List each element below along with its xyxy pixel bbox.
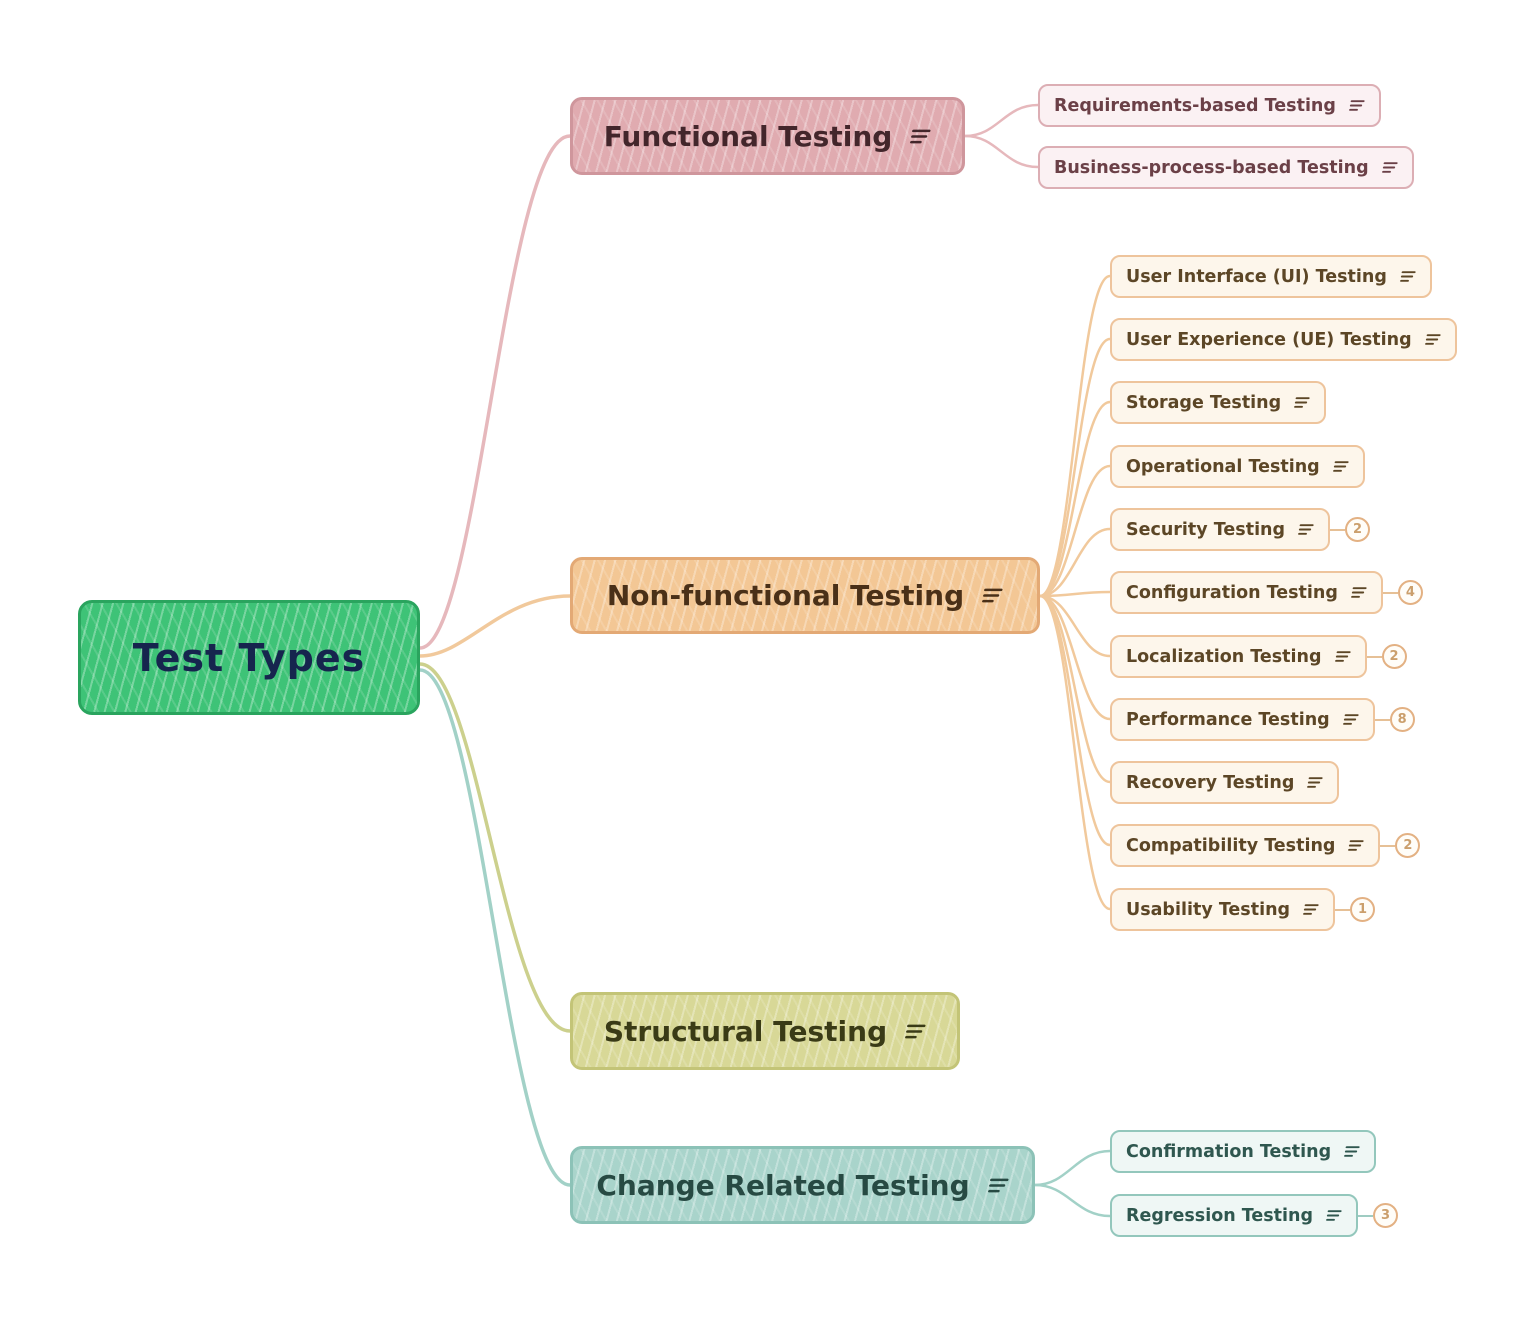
topic-label: Performance Testing bbox=[1126, 709, 1330, 730]
branch-non-functional-testing[interactable]: Non-functional Testing bbox=[570, 557, 1040, 634]
notes-icon[interactable] bbox=[1323, 1208, 1342, 1223]
child-node-user-interface-ui-testing[interactable]: User Interface (UI) Testing bbox=[1110, 255, 1432, 298]
badge-connector bbox=[1380, 844, 1396, 847]
child-node-user-experience-ue-testing[interactable]: User Experience (UE) Testing bbox=[1110, 318, 1457, 361]
root-topic-test-types[interactable]: Test Types bbox=[78, 600, 420, 715]
child-node-requirements-based-testing[interactable]: Requirements-based Testing bbox=[1038, 84, 1381, 127]
badge-connector bbox=[1382, 591, 1398, 594]
badge-connector bbox=[1366, 655, 1382, 658]
topic-label: Non-functional Testing bbox=[606, 579, 965, 612]
topic-label: Change Related Testing bbox=[596, 1168, 970, 1202]
notes-icon[interactable] bbox=[1379, 160, 1398, 175]
topic-label: Storage Testing bbox=[1126, 392, 1282, 413]
notes-icon[interactable] bbox=[984, 1176, 1009, 1195]
collapsed-count-badge[interactable]: 1 bbox=[1350, 897, 1376, 922]
child-node-localization-testing[interactable]: Localization Testing 2 bbox=[1110, 635, 1407, 678]
topic-label: Functional Testing bbox=[603, 119, 893, 153]
child-node-business-process-based-testing[interactable]: Business-process-based Testing bbox=[1038, 146, 1414, 189]
child-node-performance-testing[interactable]: Performance Testing 8 bbox=[1110, 698, 1415, 741]
topic-label: User Interface (UI) Testing bbox=[1126, 266, 1387, 287]
notes-icon[interactable] bbox=[1300, 902, 1319, 917]
child-node-compatibility-testing[interactable]: Compatibility Testing 2 bbox=[1110, 824, 1421, 867]
badge-connector bbox=[1374, 718, 1390, 721]
child-node-storage-testing[interactable]: Storage Testing bbox=[1110, 381, 1327, 424]
collapsed-count-badge[interactable]: 2 bbox=[1345, 517, 1371, 542]
child-node-recovery-testing[interactable]: Recovery Testing bbox=[1110, 761, 1340, 804]
topic-label: Operational Testing bbox=[1126, 456, 1320, 477]
notes-icon[interactable] bbox=[1295, 522, 1314, 537]
branch-structural-testing[interactable]: Structural Testing bbox=[570, 992, 960, 1070]
child-node-configuration-testing[interactable]: Configuration Testing 4 bbox=[1110, 571, 1423, 614]
badge-connector bbox=[1330, 528, 1346, 531]
collapsed-count-badge[interactable]: 4 bbox=[1397, 580, 1423, 605]
notes-icon[interactable] bbox=[1291, 395, 1310, 410]
notes-icon[interactable] bbox=[1332, 649, 1351, 664]
branch-functional-testing[interactable]: Functional Testing bbox=[570, 97, 965, 175]
branch-change-related-testing[interactable]: Change Related Testing bbox=[570, 1146, 1035, 1224]
notes-icon[interactable] bbox=[1348, 585, 1367, 600]
child-node-operational-testing[interactable]: Operational Testing bbox=[1110, 445, 1365, 488]
notes-icon[interactable] bbox=[978, 586, 1003, 605]
badge-connector bbox=[1358, 1214, 1374, 1217]
notes-icon[interactable] bbox=[1345, 838, 1365, 853]
topic-label: Business-process-based Testing bbox=[1054, 157, 1369, 178]
topic-label: Localization Testing bbox=[1126, 646, 1322, 667]
topic-label: Regression Testing bbox=[1126, 1205, 1314, 1226]
child-node-usability-testing[interactable]: Usability Testing 1 bbox=[1110, 888, 1376, 931]
topic-label: User Experience (UE) Testing bbox=[1126, 329, 1412, 350]
notes-icon[interactable] bbox=[1330, 459, 1349, 474]
topic-label: Test Types bbox=[132, 635, 366, 680]
child-node-regression-testing[interactable]: Regression Testing 3 bbox=[1110, 1194, 1399, 1237]
topic-label: Confirmation Testing bbox=[1126, 1141, 1332, 1162]
collapsed-count-badge[interactable]: 3 bbox=[1373, 1203, 1399, 1228]
collapsed-count-badge[interactable]: 2 bbox=[1395, 833, 1421, 858]
notes-icon[interactable] bbox=[1340, 712, 1359, 727]
notes-icon[interactable] bbox=[1397, 269, 1416, 284]
collapsed-count-badge[interactable]: 2 bbox=[1381, 644, 1407, 669]
topic-label: Structural Testing bbox=[603, 1014, 888, 1048]
topic-label: Security Testing bbox=[1126, 519, 1286, 540]
notes-icon[interactable] bbox=[1346, 98, 1365, 113]
child-node-security-testing[interactable]: Security Testing 2 bbox=[1110, 508, 1371, 551]
topic-label: Configuration Testing bbox=[1126, 582, 1338, 603]
topic-label: Requirements-based Testing bbox=[1054, 95, 1336, 116]
topic-label: Usability Testing bbox=[1126, 899, 1291, 920]
collapsed-count-badge[interactable]: 8 bbox=[1389, 707, 1415, 732]
notes-icon[interactable] bbox=[1341, 1144, 1360, 1159]
notes-icon[interactable] bbox=[901, 1022, 926, 1041]
topic-label: Compatibility Testing bbox=[1126, 835, 1336, 856]
child-node-confirmation-testing[interactable]: Confirmation Testing bbox=[1110, 1130, 1377, 1173]
badge-connector bbox=[1335, 908, 1351, 911]
notes-icon[interactable] bbox=[1304, 775, 1324, 790]
notes-icon[interactable] bbox=[906, 127, 931, 146]
topic-label: Recovery Testing bbox=[1126, 772, 1295, 793]
notes-icon[interactable] bbox=[1422, 332, 1441, 347]
